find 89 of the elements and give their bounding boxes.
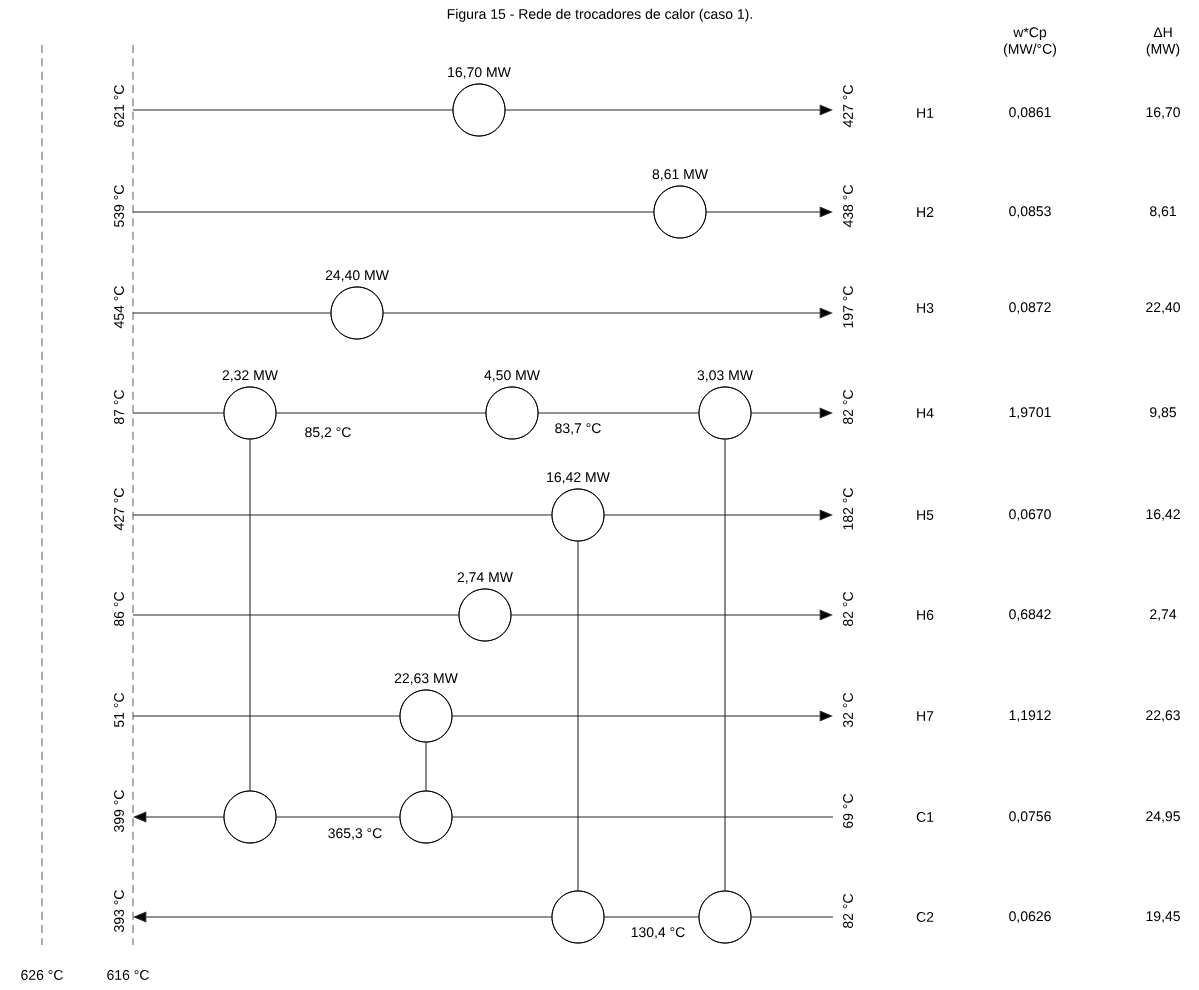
stream-line (451, 816, 834, 818)
temperature-label: 197 °C (843, 286, 853, 328)
heat-load-value: 16,42 (1146, 509, 1180, 521)
temperature-label: 82 °C (843, 389, 853, 424)
heat-capacity-value: 0,0861 (1009, 107, 1051, 119)
heat-capacity-value: 0,0872 (1009, 302, 1051, 314)
stream-line (132, 312, 332, 314)
match-line (577, 540, 579, 892)
heat-load-label: 8,61 MW (652, 169, 708, 181)
stream-line (750, 916, 834, 918)
heat-load-label: 24,40 MW (325, 270, 389, 282)
heat-load-value: 22,40 (1146, 302, 1180, 314)
temperature-label: 69 °C (843, 793, 853, 828)
stream-arrow (603, 509, 833, 521)
stream-name: C1 (916, 812, 934, 822)
stream-line (132, 715, 401, 717)
temperature-label: 82 °C (843, 591, 853, 626)
heat-load-value: 8,61 (1150, 206, 1176, 218)
temperature-label: 51 °C (114, 692, 124, 727)
match-line (249, 438, 251, 792)
heat-capacity-value: 1,9701 (1009, 407, 1051, 419)
stream-arrow (133, 811, 225, 823)
temperature-label: 438 °C (843, 185, 853, 228)
heat-capacity-value: 0,6842 (1009, 609, 1051, 621)
heat-load-label: 2,74 MW (457, 572, 513, 584)
temperature-label: 32 °C (843, 692, 853, 728)
stream-name: C2 (916, 912, 934, 922)
stream-arrow (133, 911, 553, 923)
stream-line (603, 916, 700, 918)
heat-load-label: 22,63 MW (394, 673, 458, 685)
stream-name: H3 (917, 303, 934, 313)
stream-arrow (504, 104, 833, 116)
stream-line (537, 412, 700, 414)
match-line (724, 438, 726, 892)
title: Figura 15 - Rede de trocadores de calor (caso 1). (447, 8, 752, 22)
heat-capacity-value: 0,0670 (1009, 509, 1051, 521)
stream-line (132, 614, 460, 616)
edge-label: 85,2 °C (305, 427, 351, 439)
temperature-label: 182 °C (843, 488, 853, 530)
stream-name: H4 (917, 408, 934, 418)
temperature-label: 86 °C (114, 591, 124, 626)
stream-arrow (705, 206, 833, 218)
stream-line (275, 816, 401, 818)
heat-load-value: 9,85 (1150, 407, 1177, 419)
edge-label: 83,7 °C (555, 423, 601, 435)
heat-capacity-value: 0,0853 (1009, 206, 1051, 218)
stream-line (132, 109, 454, 111)
heat-capacity-value: 0,0756 (1009, 811, 1051, 823)
heat-load-label: 3,03 MW (697, 370, 753, 382)
stream-name: H7 (917, 711, 934, 721)
stream-arrow (750, 407, 833, 419)
stream-name: H2 (917, 207, 934, 217)
heat-load-label: 16,70 MW (448, 67, 511, 79)
heat-load-value: 24,95 (1146, 811, 1180, 823)
heat-load-label: 2,32 MW (222, 370, 278, 382)
temperature-label: 393 °C (114, 890, 124, 932)
column-header: w*Cp (MW/°C) (1003, 27, 1057, 57)
stream-name: H5 (917, 510, 934, 520)
stream-line (275, 412, 487, 414)
heat-load-value: 19,45 (1146, 911, 1180, 923)
heat-load-value: 22,63 (1146, 710, 1180, 722)
stream-arrow (382, 307, 833, 319)
edge-label: 130,4 °C (631, 927, 685, 939)
stream-line (132, 514, 553, 516)
heat-capacity-value: 0,0626 (1009, 911, 1051, 923)
heat-load-label: 4,50 MW (484, 370, 540, 382)
heat-load-value: 2,74 (1150, 609, 1177, 621)
stream-name: H1 (917, 108, 934, 118)
stream-line (132, 412, 225, 414)
stream-arrow (451, 710, 833, 722)
temperature-label: 399 °C (114, 790, 124, 832)
heat-capacity-value: 1,1912 (1009, 710, 1051, 722)
temperature-label: 82 °C (843, 893, 853, 928)
temperature-label: 539 °C (114, 185, 124, 227)
temperature-label: 87 °C (114, 389, 124, 424)
temperature-label: 427 °C (114, 488, 124, 531)
stream-name: H6 (917, 610, 934, 620)
temperature-label: 621 °C (114, 85, 124, 127)
match-line (425, 741, 427, 792)
column-header: ΔH (MW) (1146, 27, 1180, 57)
temperature-label: 427 °C (843, 85, 853, 128)
temperature-label: 626 °C (21, 970, 63, 980)
stream-arrow (510, 609, 833, 621)
heat-load-value: 16,70 (1146, 107, 1180, 119)
edge-label: 365,3 °C (328, 828, 382, 840)
stream-line (132, 211, 655, 213)
temperature-label: 616 °C (107, 970, 149, 980)
heat-load-label: 16,42 MW (547, 472, 610, 484)
temperature-label: 454 °C (114, 286, 124, 329)
